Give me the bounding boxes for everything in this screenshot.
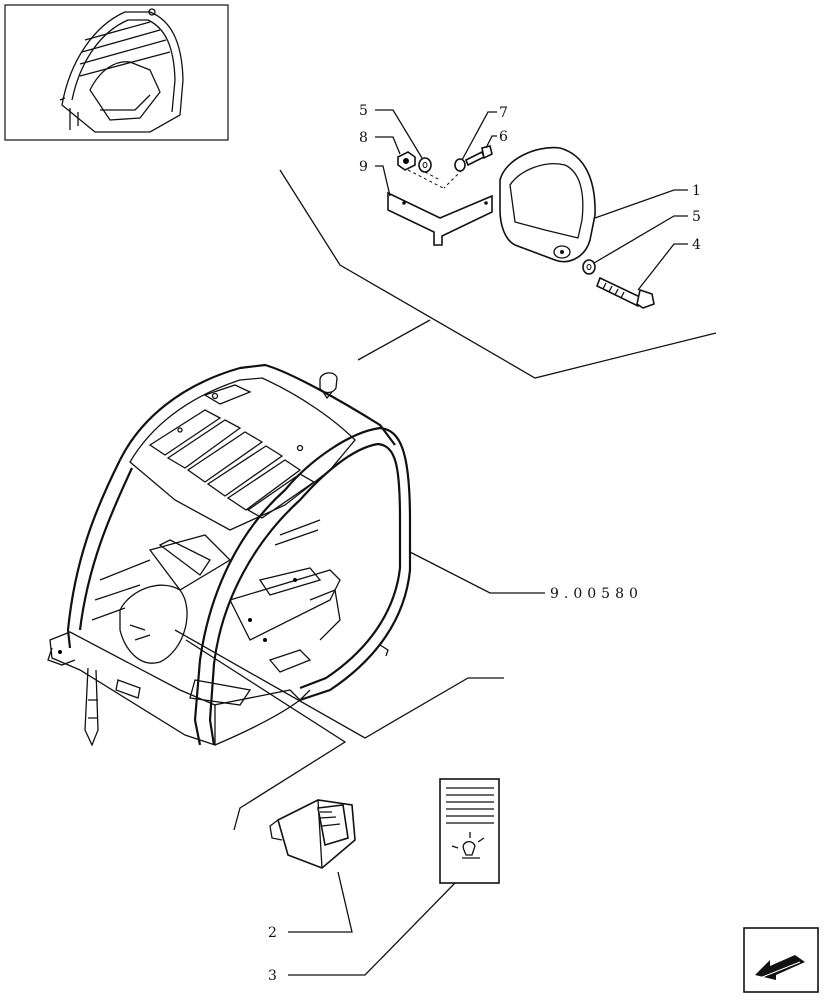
- bolt-6: [464, 145, 493, 167]
- reference-label: 9.00580: [550, 586, 643, 602]
- next-page-arrow-icon[interactable]: [743, 927, 819, 993]
- callout-5-lower: 5: [692, 209, 701, 225]
- cab-frame: [47, 363, 412, 747]
- callout-8: 8: [359, 130, 368, 146]
- decal-3: [439, 778, 500, 884]
- rocker-switch-2: [269, 799, 356, 869]
- washer-7: [454, 158, 466, 172]
- callout-3: 3: [268, 968, 277, 984]
- callout-2: 2: [268, 925, 277, 941]
- bolt-4: [595, 276, 655, 309]
- callout-4: 4: [692, 237, 701, 253]
- washer-5-upper: [418, 157, 432, 173]
- callout-6: 6: [499, 129, 508, 145]
- callout-9: 9: [359, 159, 368, 175]
- lamp-housing-1: [499, 146, 596, 263]
- leader-lines: [174, 109, 717, 976]
- washer-5-lower: [582, 259, 596, 275]
- callout-labels: 5 8 9 7 6 1 5 4 2 3 9.00580: [268, 103, 701, 984]
- work-lamp-assembly: [387, 145, 655, 309]
- overview-thumbnail: [4, 4, 229, 141]
- callout-7: 7: [499, 105, 508, 121]
- callout-1: 1: [692, 183, 701, 199]
- callout-5-upper: 5: [359, 103, 368, 119]
- nut-8: [397, 151, 416, 171]
